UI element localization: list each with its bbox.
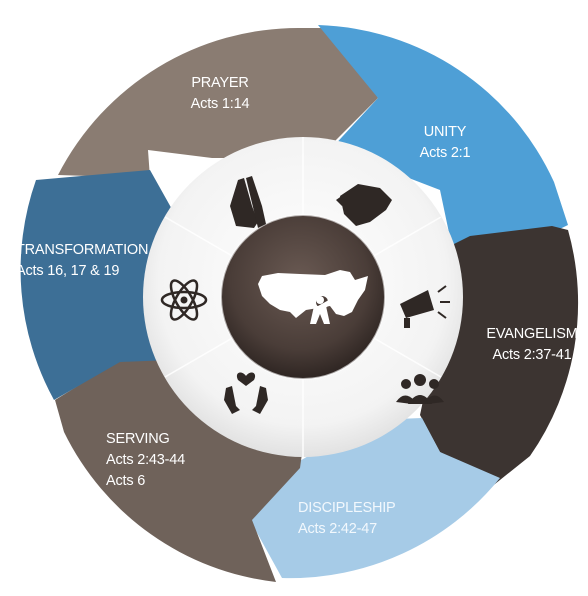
- handshake-icon: [336, 184, 392, 226]
- hands-heart-icon: [224, 372, 268, 414]
- atom-icon: [160, 279, 208, 321]
- label-discipleship: DISCIPLESHIP Acts 2:42-47: [298, 498, 448, 540]
- label-serving: SERVING Acts 2:43-44 Acts 6: [106, 429, 226, 492]
- usa-map-with-figure-icon: [258, 270, 368, 324]
- prayer-title: PRAYER: [191, 75, 249, 91]
- discipleship-ref: Acts 2:42-47: [298, 521, 378, 537]
- label-evangelism: EVANGELISM Acts 2:37-41: [478, 324, 586, 366]
- transformation-ref: Acts 16, 17 & 19: [16, 263, 120, 279]
- segment-unity: [318, 25, 568, 285]
- serving-ref-2: Acts 6: [106, 473, 146, 489]
- transformation-title: TRANSFORMATION: [16, 242, 149, 258]
- label-unity: UNITY Acts 2:1: [403, 122, 487, 164]
- megaphone-icon: [400, 285, 450, 328]
- serving-title: SERVING: [106, 431, 170, 447]
- unity-ref: Acts 2:1: [419, 145, 471, 161]
- unity-title: UNITY: [423, 124, 467, 140]
- label-transformation: TRANSFORMATION Acts 16, 17 & 19: [16, 240, 186, 282]
- label-prayer: PRAYER Acts 1:14: [170, 73, 270, 115]
- evangelism-title: EVANGELISM: [486, 326, 578, 342]
- prayer-ref: Acts 1:14: [190, 96, 250, 112]
- serving-ref-1: Acts 2:43-44: [106, 452, 186, 468]
- group-icon: [396, 374, 444, 404]
- evangelism-ref: Acts 2:37-41: [492, 347, 572, 363]
- discipleship-title: DISCIPLESHIP: [298, 500, 396, 516]
- segment-discipleship: [250, 418, 500, 579]
- praying-hands-icon: [230, 176, 266, 228]
